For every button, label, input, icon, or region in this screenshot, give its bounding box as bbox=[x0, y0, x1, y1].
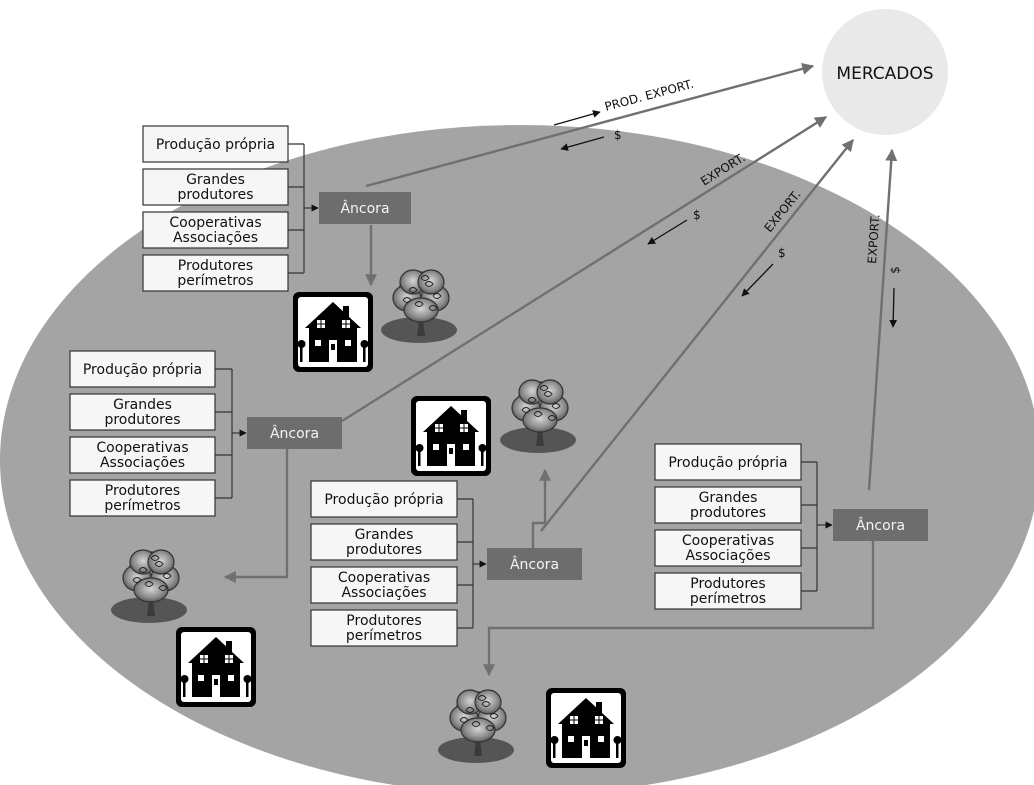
source-label: produtores bbox=[177, 187, 253, 203]
house-icon bbox=[293, 292, 373, 372]
prod-export-label: PROD. EXPORT. bbox=[603, 77, 695, 114]
anchor-box: Âncora bbox=[833, 509, 928, 541]
export-flow-4 bbox=[867, 148, 898, 491]
source-label: Cooperativas bbox=[169, 215, 261, 231]
source-label: Produtores bbox=[105, 483, 180, 499]
source-label: perímetros bbox=[346, 628, 422, 644]
payment-arrow-3 bbox=[741, 263, 774, 297]
payment-arrows: $ $ $ $ bbox=[553, 110, 902, 328]
anchor-box: Âncora bbox=[487, 548, 582, 580]
export-flows bbox=[341, 63, 898, 532]
cluster-3: Produção própriaGrandesprodutoresCoopera… bbox=[310, 480, 582, 647]
source-label: perímetros bbox=[104, 498, 180, 514]
source-label: Cooperativas bbox=[96, 440, 188, 456]
tree-icon bbox=[500, 379, 576, 453]
clusters: Produção própriaGrandesprodutoresCoopera… bbox=[69, 125, 928, 647]
payment-arrow-1 bbox=[560, 136, 605, 151]
source-label: Produção própria bbox=[324, 492, 443, 508]
anchor-label: Âncora bbox=[270, 424, 319, 442]
source-label: produtores bbox=[690, 505, 766, 521]
export-flow-1 bbox=[365, 63, 815, 188]
source-label: Produtores bbox=[346, 613, 421, 629]
source-label: Cooperativas bbox=[338, 570, 430, 586]
source-label: Associações bbox=[685, 548, 770, 564]
bracket bbox=[801, 461, 818, 592]
source-label: Grandes bbox=[113, 397, 172, 413]
payment-label-4: $ bbox=[888, 266, 902, 274]
house-icon bbox=[546, 688, 626, 768]
house-icon bbox=[176, 627, 256, 707]
payment-label-2: $ bbox=[693, 208, 701, 222]
source-label: produtores bbox=[346, 542, 422, 558]
export-label-3: EXPORT. bbox=[865, 214, 882, 265]
source-label: Grandes bbox=[355, 527, 414, 543]
local-flows bbox=[223, 225, 875, 677]
source-label: produtores bbox=[104, 412, 180, 428]
bracket bbox=[288, 143, 305, 274]
anchor-label: Âncora bbox=[510, 555, 559, 573]
anchor-label: Âncora bbox=[340, 199, 389, 217]
anchor-box: Âncora bbox=[319, 192, 411, 224]
icons bbox=[111, 269, 626, 768]
source-label: Produção própria bbox=[156, 137, 275, 153]
export-flow-3 bbox=[540, 139, 854, 532]
product-arrow bbox=[553, 110, 601, 126]
source-label: Grandes bbox=[699, 490, 758, 506]
source-label: Produtores bbox=[178, 258, 253, 274]
market-label: MERCADOS bbox=[836, 64, 933, 84]
source-label: Associações bbox=[100, 455, 185, 471]
source-label: Produção própria bbox=[83, 362, 202, 378]
payment-label-3: $ bbox=[778, 246, 786, 260]
payment-label-1: $ bbox=[614, 128, 622, 142]
source-label: Associações bbox=[173, 230, 258, 246]
source-label: Produtores bbox=[690, 576, 765, 592]
bracket bbox=[215, 368, 233, 499]
cluster-2: Produção própriaGrandesprodutoresCoopera… bbox=[69, 350, 342, 517]
bracket bbox=[457, 498, 474, 629]
tree-icon bbox=[111, 549, 187, 623]
anchor-label: Âncora bbox=[856, 516, 905, 534]
source-label: perímetros bbox=[177, 273, 253, 289]
payment-arrow-2 bbox=[647, 219, 688, 245]
source-label: Associações bbox=[341, 585, 426, 601]
source-label: Grandes bbox=[186, 172, 245, 188]
market-node: MERCADOS bbox=[822, 9, 948, 135]
source-label: Cooperativas bbox=[682, 533, 774, 549]
export-flow-2 bbox=[341, 115, 828, 423]
anchor-box: Âncora bbox=[247, 417, 342, 449]
source-label: Produção própria bbox=[668, 455, 787, 471]
cluster-1: Produção própriaGrandesprodutoresCoopera… bbox=[142, 125, 411, 292]
tree-icon bbox=[438, 689, 514, 763]
cluster-4: Produção própriaGrandesprodutoresCoopera… bbox=[654, 443, 928, 610]
local-flow-4 bbox=[483, 541, 875, 677]
source-box: Produção própria bbox=[69, 350, 216, 388]
payment-arrow-4 bbox=[889, 287, 898, 328]
tree-icon bbox=[381, 269, 457, 343]
source-box: Produção própria bbox=[142, 125, 289, 163]
local-flow-2 bbox=[223, 449, 289, 583]
house-icon bbox=[411, 396, 491, 476]
source-box: Produção própria bbox=[654, 443, 802, 481]
source-label: perímetros bbox=[690, 591, 766, 607]
source-box: Produção própria bbox=[310, 480, 458, 518]
local-flow-3 bbox=[531, 468, 551, 549]
